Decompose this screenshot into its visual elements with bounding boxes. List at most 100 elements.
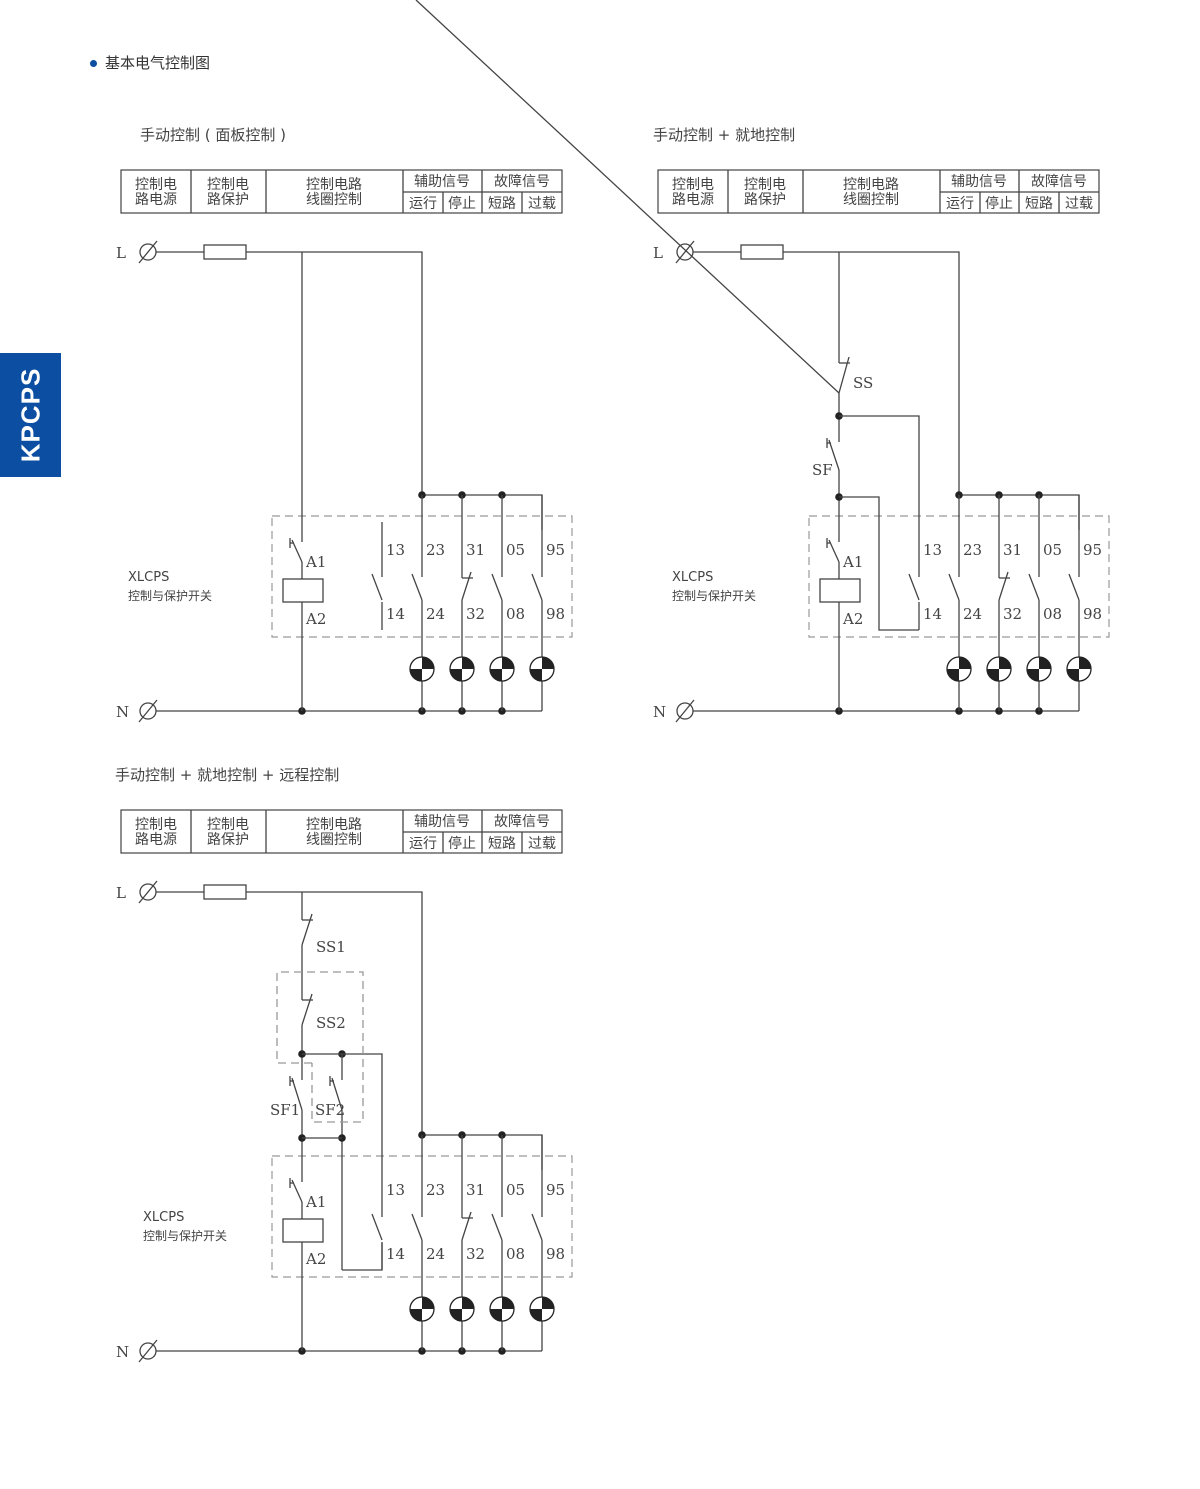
table-header-aux: 辅助信号 [951, 174, 1007, 190]
switch-label-sf2: SF2 [315, 1101, 345, 1119]
line-label-N: N [116, 1343, 129, 1361]
pushbutton-no-icon [289, 1178, 303, 1203]
table-header-aux: 辅助信号 [414, 174, 470, 190]
table-header-run: 运行 [409, 836, 437, 852]
table-header-fault: 故障信号 [494, 814, 550, 830]
terminal-label: 13 [923, 541, 942, 559]
terminal-label: 95 [1083, 541, 1102, 559]
switch-label-ss1: SS1 [316, 938, 346, 956]
terminal-icon [138, 240, 158, 264]
indicator-lamp-icon [489, 656, 515, 682]
terminal-label: 13 [386, 1181, 405, 1199]
wire [422, 1134, 543, 1170]
coil-label-a1: A1 [305, 1193, 326, 1211]
indicator-lamp-icon [489, 1296, 515, 1322]
table-header-run: 运行 [409, 196, 437, 212]
terminal-label: 24 [963, 605, 982, 623]
terminal-icon [138, 880, 158, 904]
contact-blade [461, 1211, 472, 1241]
line-label-L: L [116, 244, 126, 262]
terminal-label: 24 [426, 1245, 445, 1263]
indicator-lamp-icon [449, 1296, 475, 1322]
contact-05-08: 05 08 [489, 1135, 525, 1351]
lamp-quadrant [542, 657, 554, 669]
terminal-label: 32 [466, 605, 485, 623]
contact-blade [371, 573, 383, 601]
terminal-label: 05 [1043, 541, 1062, 559]
wire [828, 439, 840, 471]
terminal-label: 08 [506, 605, 525, 623]
table-header-col3: 控制电路 [306, 177, 362, 193]
terminal-label: 23 [963, 541, 982, 559]
line-label-L: L [653, 244, 663, 262]
lamp-quadrant [410, 1309, 422, 1321]
device-name: XLCPS [672, 570, 713, 585]
terminal-slash [138, 699, 158, 723]
line-label-N: N [653, 703, 666, 721]
section-heading: 基本电气控制图 [90, 52, 210, 73]
lamp-quadrant [462, 657, 474, 669]
table-header-aux: 辅助信号 [414, 814, 470, 830]
line-label-L: L [116, 884, 126, 902]
terminal-slash [675, 240, 695, 264]
lamp-quadrant [450, 1309, 462, 1321]
lamp-quadrant [947, 669, 959, 681]
contact-blade [1068, 573, 1080, 601]
lamp-quadrant [542, 1297, 554, 1309]
wire [342, 1243, 383, 1271]
table-header-col2: 控制电 [207, 817, 249, 833]
device-description: 控制与保护开关 [672, 589, 756, 603]
coil-label-a2: A2 [305, 610, 326, 628]
terminal-label: 08 [506, 1245, 525, 1263]
contact-23-24: 23 24 [946, 495, 982, 711]
wire [959, 494, 1080, 530]
terminal-label: 98 [1083, 605, 1102, 623]
side-tab: KPCPS [0, 353, 61, 477]
terminal-slash [138, 1339, 158, 1363]
wire [291, 539, 303, 563]
lamp-quadrant [502, 1297, 514, 1309]
lamp-quadrant [502, 657, 514, 669]
wire [291, 1179, 303, 1203]
contact-blade [908, 573, 920, 601]
terminal-icon [138, 699, 158, 723]
terminal-label: 32 [466, 1245, 485, 1263]
device-name: XLCPS [143, 1210, 184, 1225]
terminal-label: 05 [506, 541, 525, 559]
table-header-stop: 停止 [448, 195, 476, 212]
indicator-lamp-icon [1026, 656, 1052, 682]
pushbutton-no-icon [826, 538, 840, 563]
contact-blade [1028, 573, 1040, 601]
table-header-overload: 过载 [1065, 196, 1093, 212]
indicator-lamp-icon [409, 656, 435, 682]
coil-label-a2: A2 [842, 610, 863, 628]
terminal-label: 95 [546, 1181, 565, 1199]
indicator-lamp-icon [449, 656, 475, 682]
contact-blade [411, 1213, 423, 1241]
wire [422, 494, 543, 530]
table-header-col1: 路电源 [672, 192, 714, 208]
pushbutton-nc-icon [301, 993, 313, 1026]
terminal-label: 23 [426, 541, 445, 559]
contact-blade [371, 1213, 383, 1241]
fuse-icon [203, 244, 247, 260]
lamp-quadrant [987, 669, 999, 681]
switch-label-sf: SF [812, 461, 833, 479]
table-header-fault: 故障信号 [1031, 174, 1087, 190]
terminal-label: 98 [546, 1245, 565, 1263]
terminal-slash [138, 240, 158, 264]
terminal-label: 14 [923, 605, 942, 623]
coil-label-a2: A2 [305, 1250, 326, 1268]
terminal-label: 05 [506, 1181, 525, 1199]
contact-blade [998, 571, 1009, 601]
indicator-lamp-icon [529, 656, 555, 682]
terminal-label: 14 [386, 1245, 405, 1263]
contact-blade [948, 573, 960, 601]
coil-label-a1: A1 [842, 553, 863, 571]
lamp-quadrant [959, 657, 971, 669]
lamp-quadrant [999, 657, 1011, 669]
